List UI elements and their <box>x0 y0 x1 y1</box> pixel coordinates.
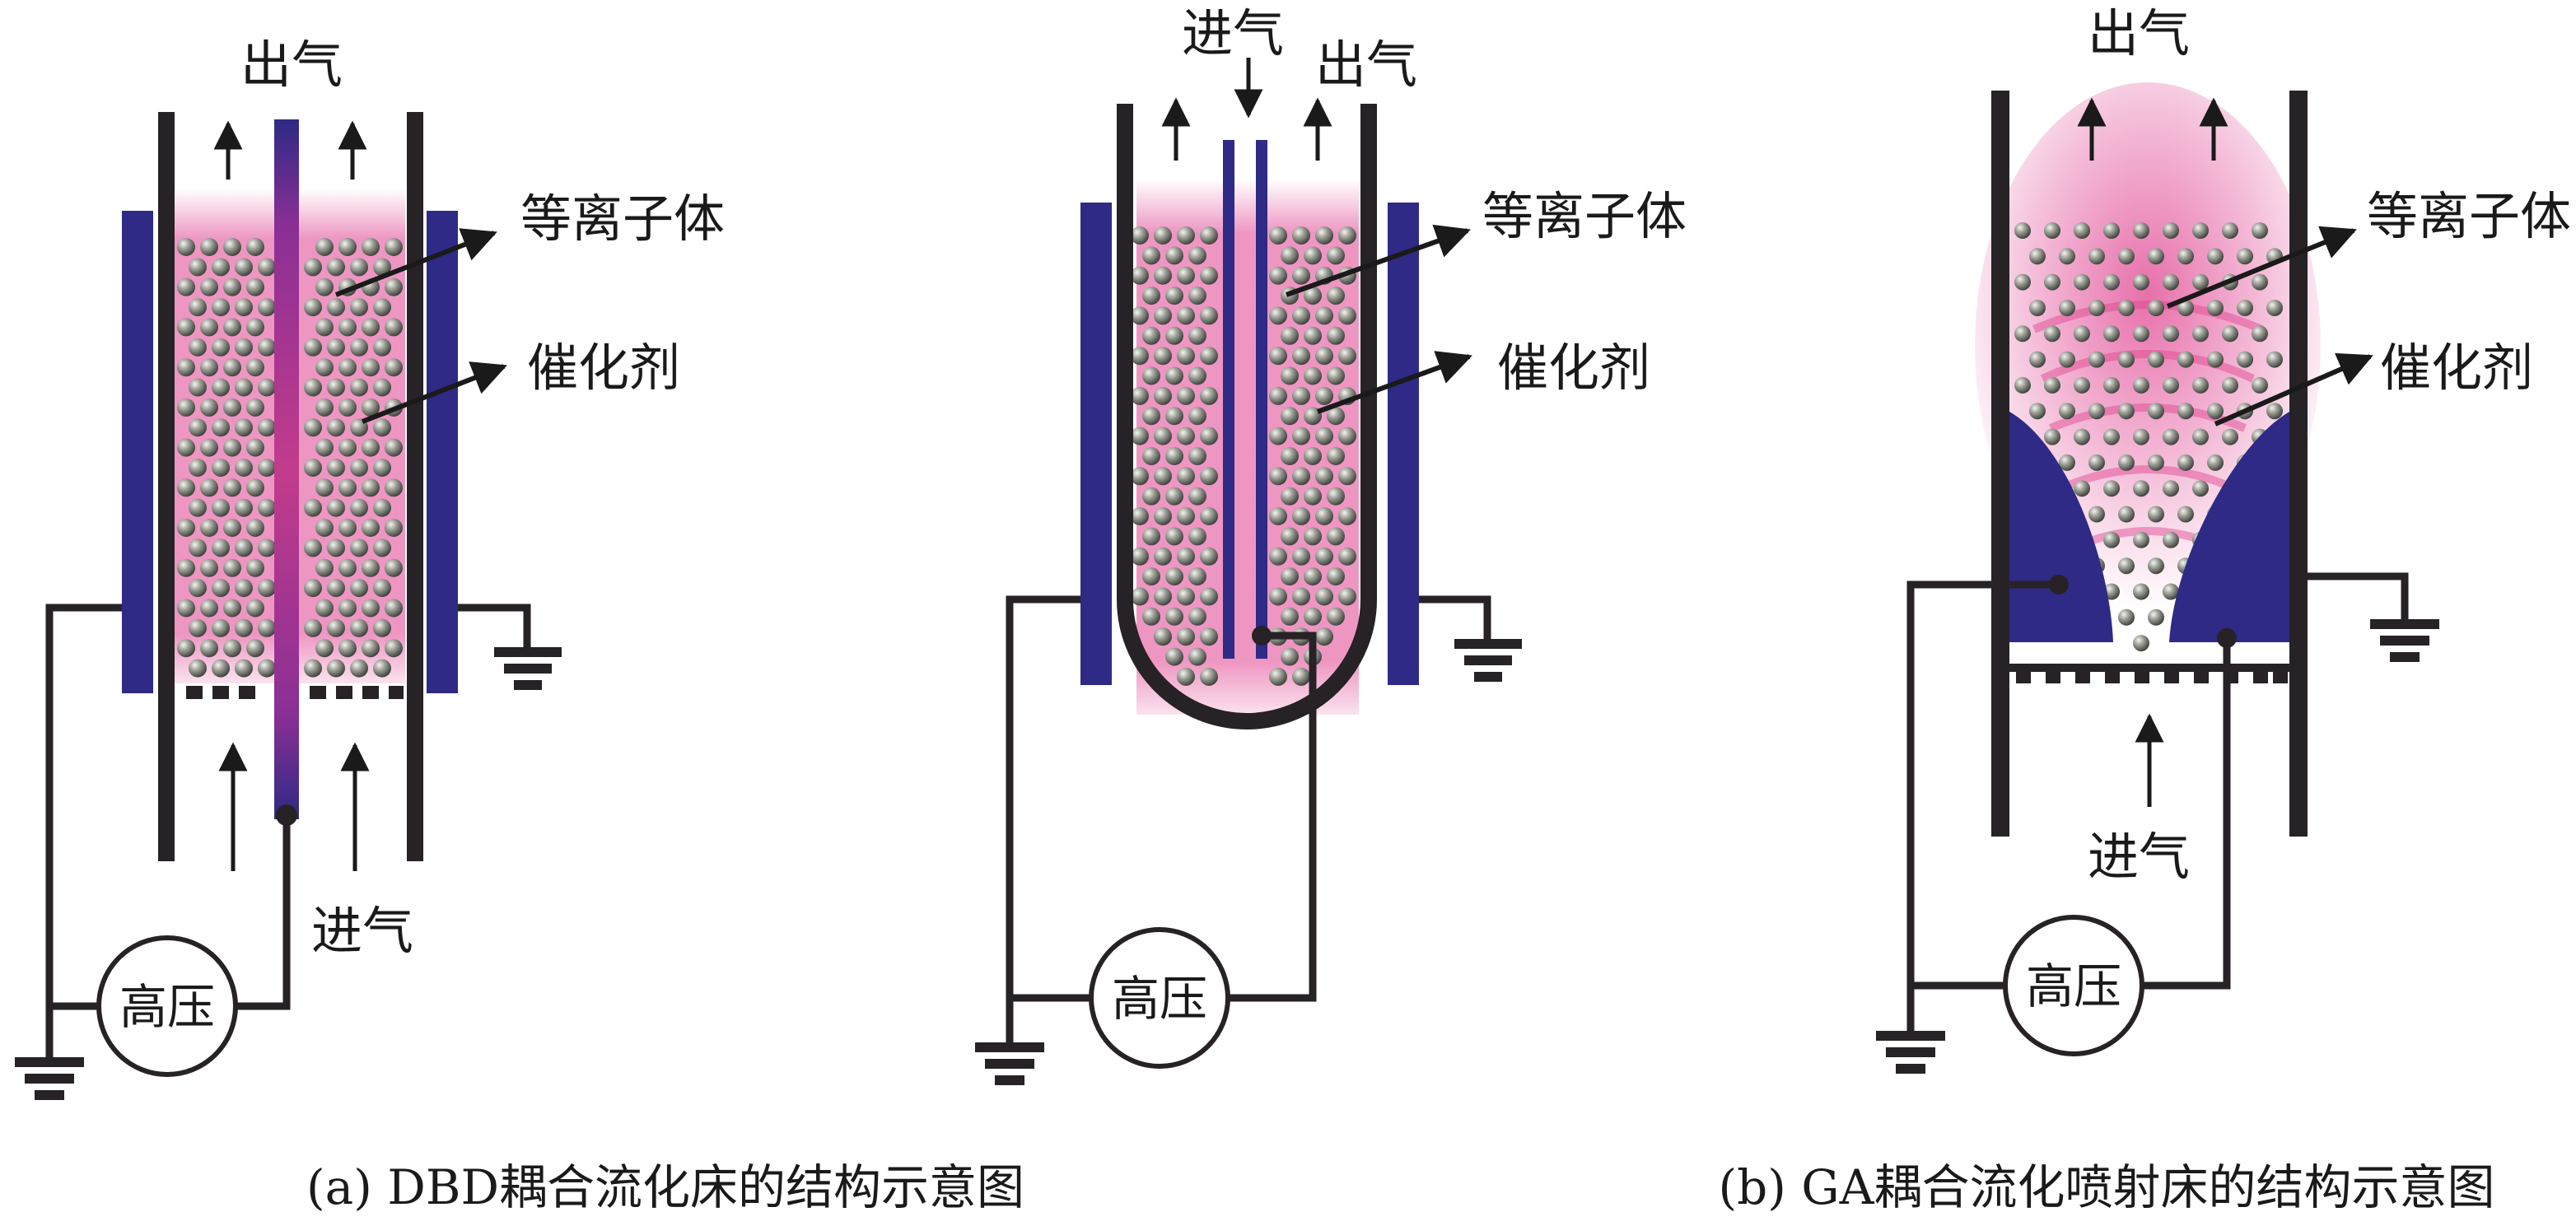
ground-wire <box>458 604 531 650</box>
reactor-gliding-arc: 高压 出气 等离子体 催化剂 进气 <box>1876 3 2571 1074</box>
reactor-wall-left <box>1991 91 2009 837</box>
ground-symbol <box>975 1042 1044 1085</box>
ground-symbol <box>15 1057 84 1100</box>
inlet-label: 进气 <box>2088 827 2190 887</box>
catalyst-pointer <box>1316 351 1472 414</box>
catalyst-particles <box>1131 226 1356 686</box>
ground-symbol <box>1876 1031 1945 1074</box>
inlet-label: 进气 <box>311 901 413 961</box>
catalyst-pointer <box>361 361 507 424</box>
plasma-label: 等离子体 <box>520 189 725 249</box>
plasma-pointer <box>2166 226 2357 309</box>
outlet-label: 出气 <box>1315 35 1417 95</box>
ground-symbol <box>1454 639 1522 682</box>
catalyst-particles <box>177 238 403 678</box>
reactor-dbd-utube: 高压 进气 出气 等离子体 催化剂 <box>975 3 1687 1085</box>
outer-electrode-right <box>427 211 458 693</box>
inner-tube-right <box>1256 140 1267 659</box>
hv-wire <box>1230 632 1317 1002</box>
outer-electrode-left <box>1080 203 1112 685</box>
caption-a: (a) DBD耦合流化床的结构示意图 <box>306 1159 1024 1215</box>
hv-wire <box>237 815 291 1010</box>
plasma-label: 等离子体 <box>2367 186 2571 246</box>
center-electrode <box>274 119 299 819</box>
inlet-label: 进气 <box>1182 3 1284 63</box>
ground-wire <box>2308 572 2409 622</box>
high-voltage-label: 高压 <box>119 979 215 1035</box>
catalyst-label: 催化剂 <box>2380 338 2533 398</box>
high-voltage-label: 高压 <box>1112 971 1207 1027</box>
ground-wire <box>45 604 122 1010</box>
ground-symbol <box>494 647 562 690</box>
reactor-dbd-coaxial: 高压 出气 等离子体 催化剂 进气 <box>15 35 725 1100</box>
ground-symbol <box>2370 619 2439 662</box>
distributor-plate <box>2009 664 2289 683</box>
reactor-wall-right <box>407 112 423 861</box>
distributor-plate <box>186 686 404 699</box>
outlet-label: 出气 <box>2088 3 2190 63</box>
catalyst-particles <box>2014 222 2283 652</box>
outlet-label: 出气 <box>240 35 343 95</box>
reactor-wall-right <box>2289 91 2308 837</box>
ground-wire <box>1419 595 1491 642</box>
high-voltage-label: 高压 <box>2026 958 2121 1014</box>
plasma-label: 等离子体 <box>1482 186 1687 246</box>
plasma-pointer <box>1285 224 1471 297</box>
u-tube-wall <box>1117 104 1377 730</box>
high-voltage-source <box>2003 915 2144 1056</box>
arc-electrode-right <box>2169 412 2289 642</box>
ground-wire <box>1006 595 1091 1002</box>
outer-electrode-left <box>122 211 153 693</box>
hv-wire <box>1906 580 2059 990</box>
hv-wire <box>2144 638 2231 990</box>
catalyst-label: 催化剂 <box>527 338 680 398</box>
reactor-wall-left <box>158 112 175 861</box>
catalyst-label: 催化剂 <box>1497 338 1650 398</box>
plasma-pointer <box>334 228 497 297</box>
inner-tube-left <box>1223 140 1234 659</box>
catalyst-pointer <box>2214 352 2373 427</box>
caption-b: (b) GA耦合流化喷射床的结构示意图 <box>1718 1159 2494 1215</box>
outer-electrode-right <box>1388 203 1419 685</box>
